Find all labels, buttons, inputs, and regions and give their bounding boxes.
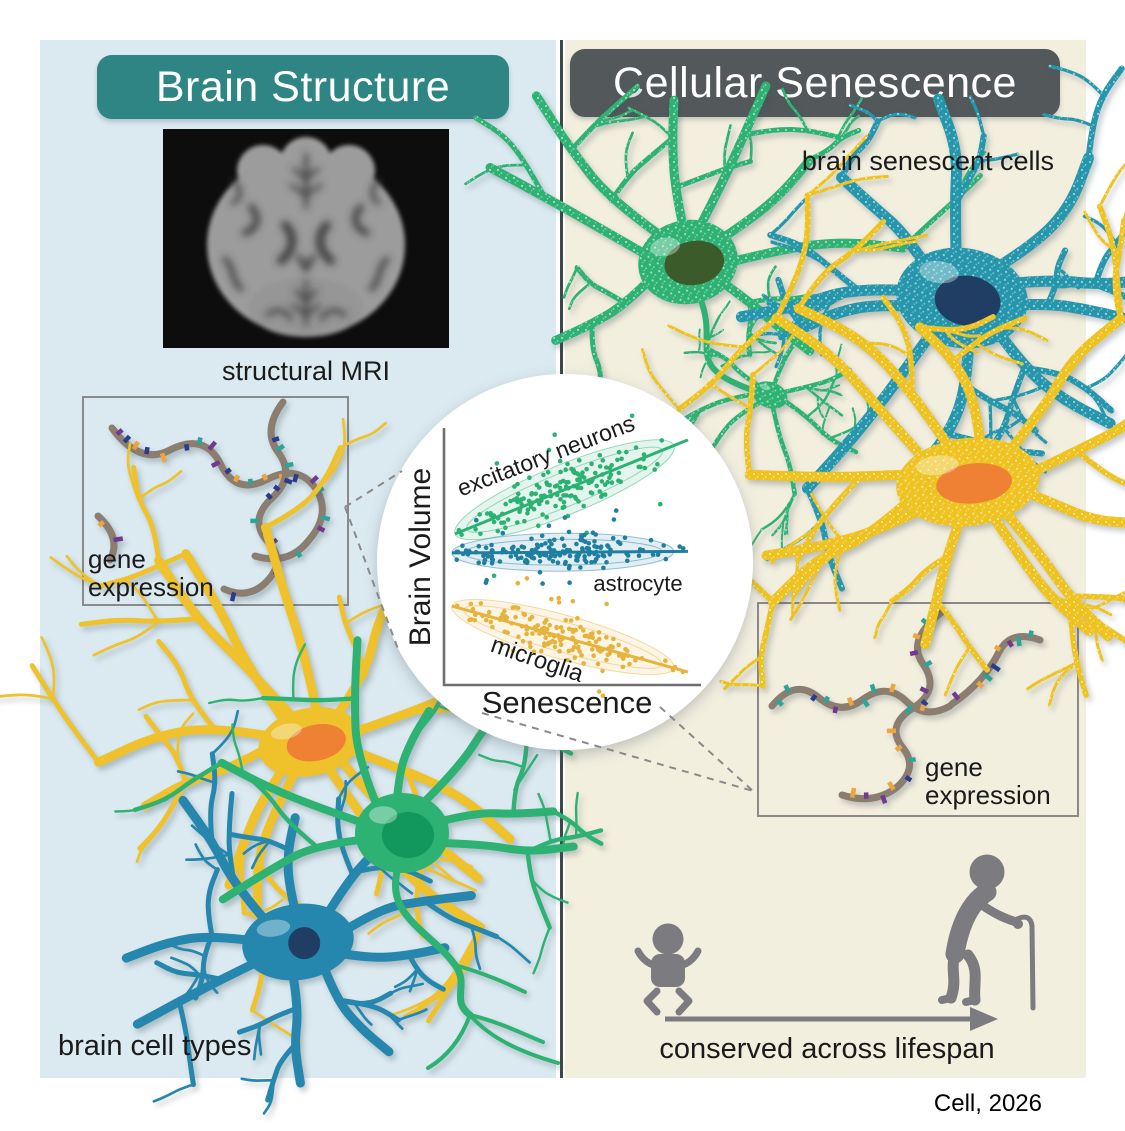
brain-mri-art (207, 137, 405, 337)
structural-mri-image (163, 129, 449, 348)
cellular-senescence-panel (565, 40, 1086, 1078)
cellular-senescence-header: Cellular Senescence (570, 49, 1060, 117)
y-axis-label: Brain Volume (404, 467, 437, 647)
cellular-senescence-title: Cellular Senescence (613, 58, 1017, 107)
journal-credit: Cell, 2026 (933, 1090, 1042, 1117)
panel-divider (560, 40, 563, 1078)
series-label-astrocyte: astrocyte (593, 571, 683, 596)
brain-structure-header: Brain Structure (97, 55, 509, 119)
gene-expression-label-right: gene expression (925, 752, 1051, 810)
gene-expression-label-left: gene expression (88, 544, 214, 602)
brain-cell-types-label: brain cell types (58, 1030, 252, 1062)
x-axis-label: Senescence (481, 685, 653, 720)
structural-mri-label: structural MRI (221, 356, 391, 386)
brain-structure-title: Brain Structure (155, 62, 451, 111)
conserved-across-lifespan-label: conserved across lifespan (659, 1033, 995, 1065)
brain-senescent-cells-label: brain senescent cells (801, 146, 1054, 176)
